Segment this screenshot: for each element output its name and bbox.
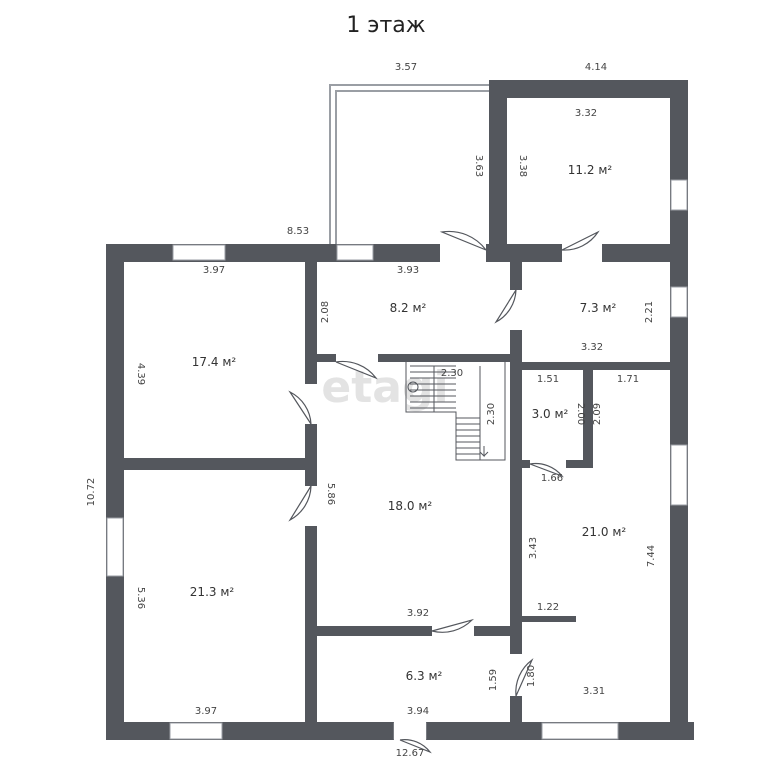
- window-right-1: [670, 179, 688, 211]
- watermark: etagi: [321, 362, 448, 413]
- wall-hall-bottom: [305, 626, 520, 636]
- room-labels: 11.2 м² 8.2 м² 7.3 м² 17.4 м² 3.0 м² 18.…: [190, 163, 627, 683]
- dimension-label: 10.72: [86, 478, 97, 507]
- dimension-label: 3.32: [575, 108, 597, 119]
- wall-left-divider: [106, 458, 317, 470]
- wall-partition: [522, 616, 576, 622]
- window-right-3: [670, 444, 688, 506]
- room-area-label: 18.0 м²: [388, 499, 433, 513]
- room-area-label: 8.2 м²: [390, 301, 427, 315]
- dimension-label: 7.44: [646, 545, 657, 567]
- dimension-label: 3.93: [397, 265, 419, 276]
- dimension-label: 3.57: [395, 62, 417, 73]
- wall-closet-right: [583, 370, 593, 464]
- window-top-left: [172, 244, 226, 261]
- dimension-labels: 3.57 4.14 3.32 3.38 3.63 8.53 3.97 3.93 …: [86, 62, 657, 759]
- room-area-label: 3.0 м²: [532, 407, 569, 421]
- wall-right: [670, 80, 688, 740]
- door-lower-left: [288, 485, 312, 522]
- dimension-label: 1.51: [537, 374, 559, 385]
- room-area-label: 11.2 м²: [568, 163, 613, 177]
- room-area-label: 21.3 м²: [190, 585, 235, 599]
- doors: [288, 230, 602, 754]
- window-left: [106, 517, 124, 577]
- wall-right-small-bottom: [510, 362, 688, 370]
- dimension-label: 3.32: [581, 342, 603, 353]
- dimension-label: 3.38: [517, 155, 528, 177]
- wall-top-right-left: [489, 80, 507, 262]
- dimension-label: 3.94: [407, 706, 429, 717]
- dimension-label: 2.00: [575, 403, 586, 425]
- window-bottom-left: [169, 722, 223, 740]
- dimension-label: 3.63: [473, 155, 484, 177]
- room-area-label: 6.3 м²: [406, 669, 443, 683]
- dimension-label: 2.30: [486, 403, 497, 425]
- dimension-label: 3.43: [528, 537, 539, 559]
- dimension-label: 2.21: [644, 301, 655, 323]
- dimension-label: 2.30: [441, 368, 463, 379]
- door-right-large: [515, 658, 534, 697]
- room-area-label: 17.4 м²: [192, 355, 237, 369]
- door-porch: [439, 230, 487, 251]
- dimension-label: 1.80: [526, 665, 537, 687]
- door-upper-left: [288, 390, 312, 425]
- staircase: [405, 360, 506, 461]
- door-closet: [529, 462, 564, 478]
- window-bottom-right: [541, 722, 619, 740]
- dimension-label: 8.53: [287, 226, 309, 237]
- dimension-label: 2.08: [320, 301, 331, 323]
- dimension-label: 5.86: [325, 483, 336, 505]
- window-right-2: [670, 286, 688, 318]
- dimension-label: 3.97: [203, 265, 225, 276]
- porch-outline: [329, 84, 489, 246]
- door-hall: [335, 360, 378, 380]
- room-area-label: 7.3 м²: [580, 301, 617, 315]
- dimension-label: 4.14: [585, 62, 607, 73]
- dimension-label: 3.92: [407, 608, 429, 619]
- dimension-label: 1.22: [537, 602, 559, 613]
- dimension-label: 3.31: [583, 686, 605, 697]
- door-right-small: [494, 289, 517, 324]
- door-top-right: [561, 230, 600, 251]
- wall-vestibule-bottom: [305, 354, 520, 362]
- door-bottom-small: [431, 618, 475, 633]
- dimension-label: 5.36: [135, 587, 146, 609]
- dimension-label: 1.71: [617, 374, 639, 385]
- wall-top-right: [489, 80, 688, 98]
- dimension-label: 12.67: [396, 748, 425, 759]
- room-area-label: 21.0 м²: [582, 525, 627, 539]
- dimension-label: 1.59: [488, 669, 499, 691]
- dimension-label: 2.09: [592, 403, 603, 425]
- dimension-label: 1.66: [541, 473, 563, 484]
- dimension-label: 3.97: [195, 706, 217, 717]
- door-entrance: [399, 739, 432, 754]
- dimension-label: 4.39: [135, 363, 146, 385]
- floor-title: 1 этаж: [346, 13, 425, 38]
- wall-center-lower: [510, 384, 522, 740]
- wall-left: [106, 244, 124, 740]
- window-top-middle: [336, 244, 374, 261]
